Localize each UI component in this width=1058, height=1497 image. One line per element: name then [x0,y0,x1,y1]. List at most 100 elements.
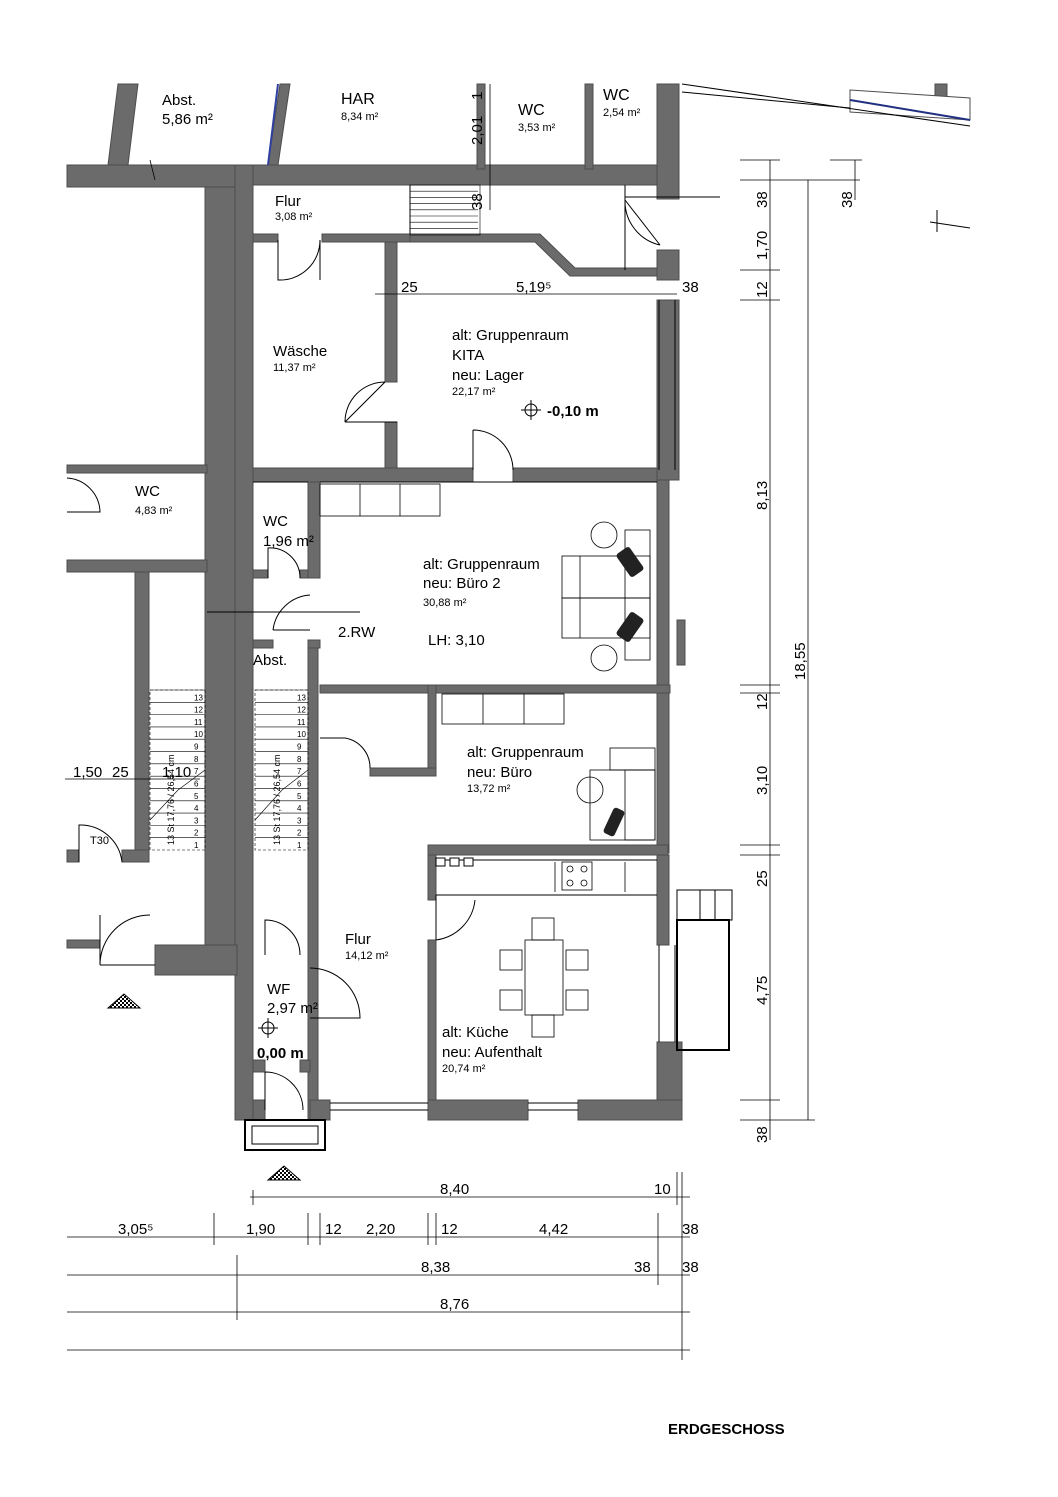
area-abst-top: 5,86 m² [162,111,213,128]
label-abst-top: Abst. [162,92,196,109]
label-waesche: Wäsche [273,343,327,360]
dim-b-38a: 38 [682,1221,699,1238]
label-2rw: 2.RW [338,624,376,641]
stair-step-number: 1 [194,841,199,850]
dim-r-1855: 18,55 [792,642,809,680]
dim-b-10: 10 [654,1181,671,1198]
stair-labels: 13 St 17,76 / 26,54 cm 13 St 17,76 / 26,… [166,693,306,850]
dim-left-150: 1,50 [73,764,102,781]
label-har: HAR [341,91,375,108]
stair-step-number: 6 [297,779,302,788]
dim-r-475: 4,75 [754,976,771,1005]
dim-r-170: 1,70 [754,231,771,260]
stair-step-number: 4 [297,804,302,813]
area-kueche: 20,74 m² [442,1063,486,1075]
area-wc-483: 4,83 m² [135,505,173,517]
dim-top-201: 2,01 [469,116,486,145]
label-lager-2: KITA [452,347,484,364]
stair-label-left: 13 St 17,76 / 26,54 cm [166,754,176,845]
plan-title: ERDGESCHOSS [668,1421,785,1438]
dim-r-12a: 12 [754,281,771,298]
area-buero: 13,72 m² [467,783,511,795]
label-buero-1: alt: Gruppenraum [467,744,584,761]
stair-step-number: 13 [297,693,306,702]
stair-step-number: 1 [297,841,302,850]
dim-519: 5,19⁵ [516,279,551,296]
stair-step-number: 3 [297,816,302,825]
dim-r-38b: 38 [839,191,856,208]
area-wc-353: 3,53 m² [518,122,556,134]
stair-step-number: 8 [194,755,199,764]
dim-left-25: 25 [112,764,129,781]
stair-step-number: 9 [194,743,199,752]
stair-step-number: 5 [194,792,199,801]
label-buero2-1: alt: Gruppenraum [423,556,540,573]
label-buero-2: neu: Büro [467,764,532,781]
stair-step-number: 2 [194,829,199,838]
dim-b-442: 4,42 [539,1221,568,1238]
area-flur-main: 14,12 m² [345,950,389,962]
label-t30: T30 [90,835,109,847]
stair-step-number: 12 [297,706,306,715]
area-buero2: 30,88 m² [423,597,467,609]
dim-r-12b: 12 [754,693,771,710]
label-wc-196: WC [263,513,288,530]
stair-step-number: 4 [194,804,199,813]
area-lager: 22,17 m² [452,386,496,398]
dim-38-right: 38 [682,279,699,296]
dim-top-1: 1 [469,92,486,100]
stair-step-number: 11 [194,718,203,727]
dim-r-310: 3,10 [754,766,771,795]
area-har: 8,34 m² [341,111,379,123]
label-wc-254: WC [603,87,630,104]
level-lager: -0,10 m [547,403,599,420]
dim-b-220: 2,20 [366,1221,395,1238]
label-kueche-1: alt: Küche [442,1024,509,1041]
dimension-labels: 2,01 1 38 25 5,19⁵ 38 38 38 1,70 12 8,13… [73,92,856,1313]
area-flur-top: 3,08 m² [275,211,313,223]
dim-top-38: 38 [469,193,486,210]
dim-b-38c: 38 [682,1259,699,1276]
dim-r-25: 25 [754,870,771,887]
label-flur-top: Flur [275,193,301,210]
label-wf: WF [267,981,290,998]
stair-step-number: 12 [194,706,203,715]
dim-left-110: 1,10 [162,764,191,781]
dim-b-12b: 12 [441,1221,458,1238]
stair-step-number: 6 [194,779,199,788]
dim-b-838: 8,38 [421,1259,450,1276]
dim-b-876: 8,76 [440,1296,469,1313]
dim-25: 25 [401,279,418,296]
stair-step-number: 10 [297,730,306,739]
label-wc-483: WC [135,483,160,500]
stair-step-number: 11 [297,718,306,727]
lh-buero2: LH: 3,10 [428,632,485,649]
stair-step-number: 3 [194,816,199,825]
dim-b-38b: 38 [634,1259,651,1276]
dim-r-38c: 38 [754,1126,771,1143]
stair-step-number: 5 [297,792,302,801]
stair-step-number: 8 [297,755,302,764]
dimension-lines [65,84,862,1360]
furniture [106,400,656,1181]
level-wf: 0,00 m [257,1045,304,1062]
area-wf: 2,97 m² [267,1000,318,1017]
area-waesche: 11,37 m² [273,362,316,374]
label-buero2-2: neu: Büro 2 [423,575,501,592]
stair-label-right: 13 St 17,76 / 26,54 cm [272,754,282,845]
stair-step-number: 2 [297,829,302,838]
stair-step-number: 10 [194,730,203,739]
dim-b-190: 1,90 [246,1221,275,1238]
area-wc-196: 1,96 m² [263,533,314,550]
label-flur-main: Flur [345,931,371,948]
room-labels: Abst. 5,86 m² HAR 8,34 m² WC 3,53 m² WC … [90,87,641,1075]
doors [66,199,661,1111]
stair-step-number: 7 [194,767,199,776]
label-lager-3: neu: Lager [452,367,524,384]
stairs [149,184,481,851]
stair-step-number: 7 [297,767,302,776]
label-abst-mid: Abst. [253,652,287,669]
dim-r-38a: 38 [754,191,771,208]
dim-b-840: 8,40 [440,1181,469,1198]
